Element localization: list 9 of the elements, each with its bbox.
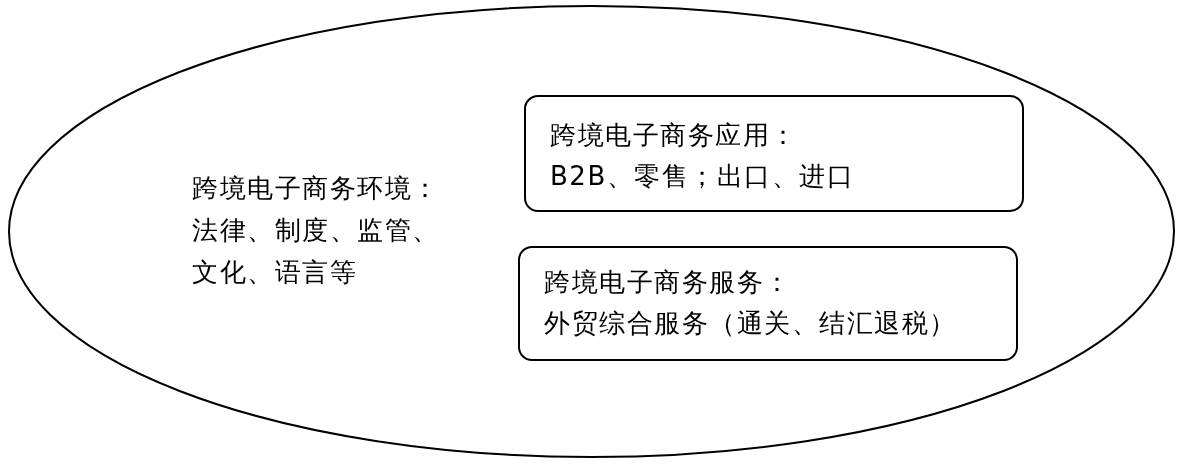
region-heading: 跨境电子商务环境： <box>192 172 440 205</box>
panel-heading: 跨境电子商务服务： <box>544 266 792 299</box>
region-text: 法律、制度、监管、文化、语言等 <box>192 214 441 289</box>
ellipse-region <box>8 5 1175 458</box>
panel-text: B2B、零售；出口、进口 <box>550 160 855 193</box>
panel-text: 外贸综合服务（通关、结汇退税） <box>544 307 957 340</box>
category-panel <box>524 95 1024 212</box>
panel-heading: 跨境电子商务应用： <box>550 119 798 152</box>
category-panel <box>518 246 1018 361</box>
